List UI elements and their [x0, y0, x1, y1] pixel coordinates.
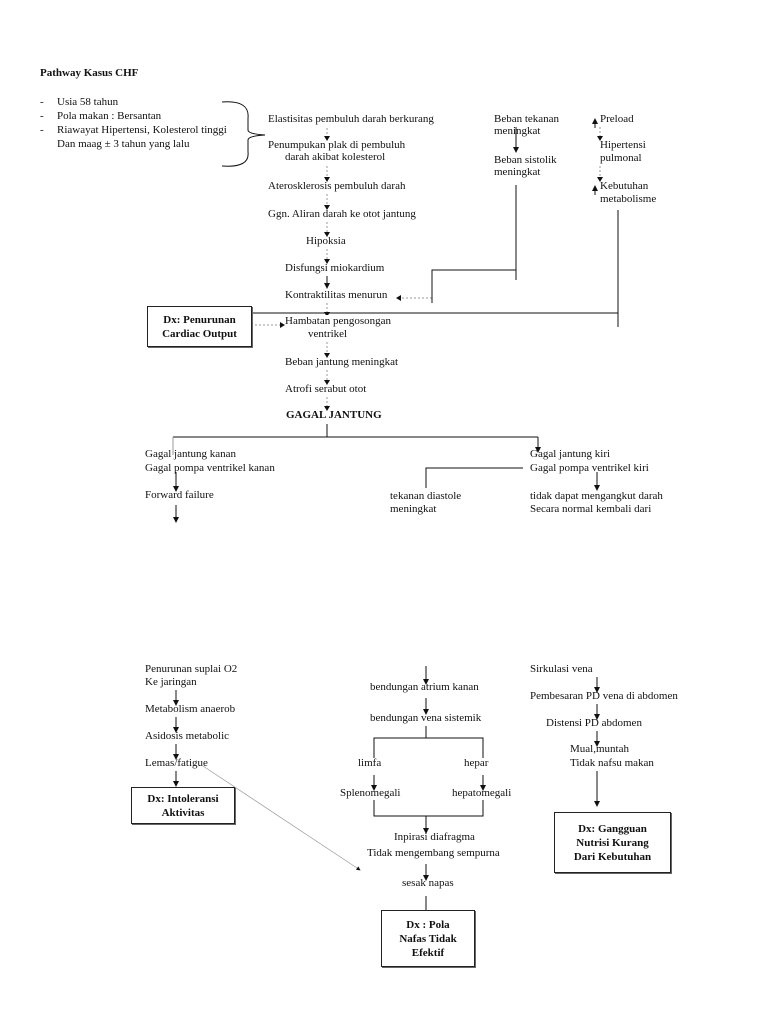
dx-line: Cardiac Output [162, 327, 237, 340]
dx-line: Dari Kebutuhan [573, 850, 652, 863]
node-gagal-pompa-kiri: Gagal pompa ventrikel kiri [530, 462, 649, 474]
node-kontraktilitas: Kontraktilitas menurun [285, 289, 388, 301]
dx-line: Aktivitas [161, 806, 205, 819]
dx-penurunan-cardiac-output: Dx: Penurunan Cardiac Output [147, 306, 252, 347]
node-limfa: limfa [358, 757, 382, 769]
page-title: Pathway Kasus CHF [40, 67, 139, 79]
node-gagal-jantung: GAGAL JANTUNG [286, 409, 382, 421]
node-disfungsi: Disfungsi miokardium [285, 262, 385, 274]
node-asidosis: Asidosis metabolic [145, 730, 230, 742]
node-aterosklerosis: Aterosklerosis pembuluh darah [268, 180, 406, 192]
node-kebutuhan: Kebutuhan [600, 180, 649, 192]
dx-line: Dx: Penurunan [163, 313, 236, 326]
node-pembesaran-pd: Pembesaran PD vena di abdomen [530, 690, 678, 702]
node-gagal-kanan: Gagal jantung kanan [145, 448, 237, 460]
bullet: - [40, 124, 44, 136]
dx-line: Dx: Intoleransi [147, 792, 219, 805]
node-distensi: Distensi PD abdomen [546, 717, 642, 729]
node-mual: Mual,muntah [570, 743, 629, 755]
node-hepatomegali: hepatomegali [452, 787, 512, 799]
node-gagal-pompa-kanan: Gagal pompa ventrikel kanan [145, 462, 275, 474]
node-beban-sistolik: Beban sistolik [494, 154, 557, 166]
bullet: - [40, 110, 44, 122]
node-tidak-dapat-mengangkut-cont: Secara normal kembali dari [530, 503, 652, 515]
node-forward-failure: Forward failure [145, 489, 214, 501]
node-atrofi: Atrofi serabut otot [285, 383, 367, 395]
node-ggn-aliran: Ggn. Aliran darah ke otot jantung [268, 208, 416, 220]
dx-line: Nafas Tidak [399, 932, 457, 945]
node-beban-sistolik-cont: meningkat [494, 166, 541, 178]
node-mual-cont: Tidak nafsu makan [570, 757, 654, 769]
node-hipertensi-cont: pulmonal [600, 152, 642, 164]
node-plak: Penumpukan plak di pembuluh [268, 139, 406, 151]
risk-age: Usia 58 tahun [57, 96, 119, 108]
risk-history: Riawayat Hipertensi, Kolesterol tinggi [57, 124, 227, 136]
node-beban-tekanan: Beban tekanan [494, 113, 560, 125]
node-inspirasi-cont: Tidak mengembang sempurna [367, 847, 500, 859]
node-hepar: hepar [464, 757, 489, 769]
node-hipertensi: Hipertensi [600, 139, 646, 151]
node-bendungan-vena: bendungan vena sistemik [370, 712, 482, 724]
node-beban-jantung: Beban jantung meningkat [285, 356, 399, 368]
node-penurunan-suplai-cont: Ke jaringan [145, 676, 197, 688]
dx-line: Dx : Pola [406, 918, 450, 931]
node-sesak-napas: sesak napas [402, 877, 454, 889]
node-hipoksia: Hipoksia [306, 235, 346, 247]
node-beban-tekanan-cont: meningkat [494, 125, 541, 137]
risk-diet: Pola makan : Bersantan [57, 110, 162, 122]
node-plak-cont: darah akibat kolesterol [285, 151, 386, 163]
node-lemas: Lemas/fatigue [145, 757, 208, 769]
node-tidak-dapat-mengangkut: tidak dapat mengangkut darah [530, 490, 663, 502]
node-bendungan-atrium: bendungan atrium kanan [370, 681, 479, 693]
dx-line: Efektif [411, 946, 445, 959]
node-preload: Preload [600, 113, 634, 125]
node-tekanan-diastole: tekanan diastole [390, 490, 462, 502]
risk-history-cont: Dan maag ± 3 tahun yang lalu [57, 138, 190, 150]
node-hambatan: Hambatan pengosongan [285, 315, 391, 328]
node-hambatan-cont: ventrikel [308, 328, 348, 340]
brace [221, 101, 266, 167]
node-sirkulasi-vena: Sirkulasi vena [530, 663, 593, 675]
dx-gangguan-nutrisi: Dx: Gangguan Nutrisi Kurang Dari Kebutuh… [554, 812, 671, 873]
node-metabolism: Metabolism anaerob [145, 703, 236, 715]
dx-line: Nutrisi Kurang [576, 836, 649, 849]
node-tekanan-diastole-cont: meningkat [390, 503, 437, 515]
dx-pola-nafas: Dx : Pola Nafas Tidak Efektif [381, 910, 475, 967]
node-elastisitas: Elastisitas pembuluh darah berkurang [268, 113, 434, 125]
node-inspirasi: Inpirasi diafragma [394, 831, 475, 843]
node-gagal-kiri: Gagal jantung kiri [530, 448, 611, 460]
node-penurunan-suplai: Penurunan suplai O2 [145, 663, 238, 675]
dx-line: Dx: Gangguan [578, 822, 647, 835]
dx-intoleransi-aktivitas: Dx: Intoleransi Aktivitas [131, 787, 235, 824]
node-kebutuhan-cont: metabolisme [600, 193, 657, 205]
node-splenomegali: Splenomegali [340, 787, 401, 799]
bullet: - [40, 96, 44, 108]
